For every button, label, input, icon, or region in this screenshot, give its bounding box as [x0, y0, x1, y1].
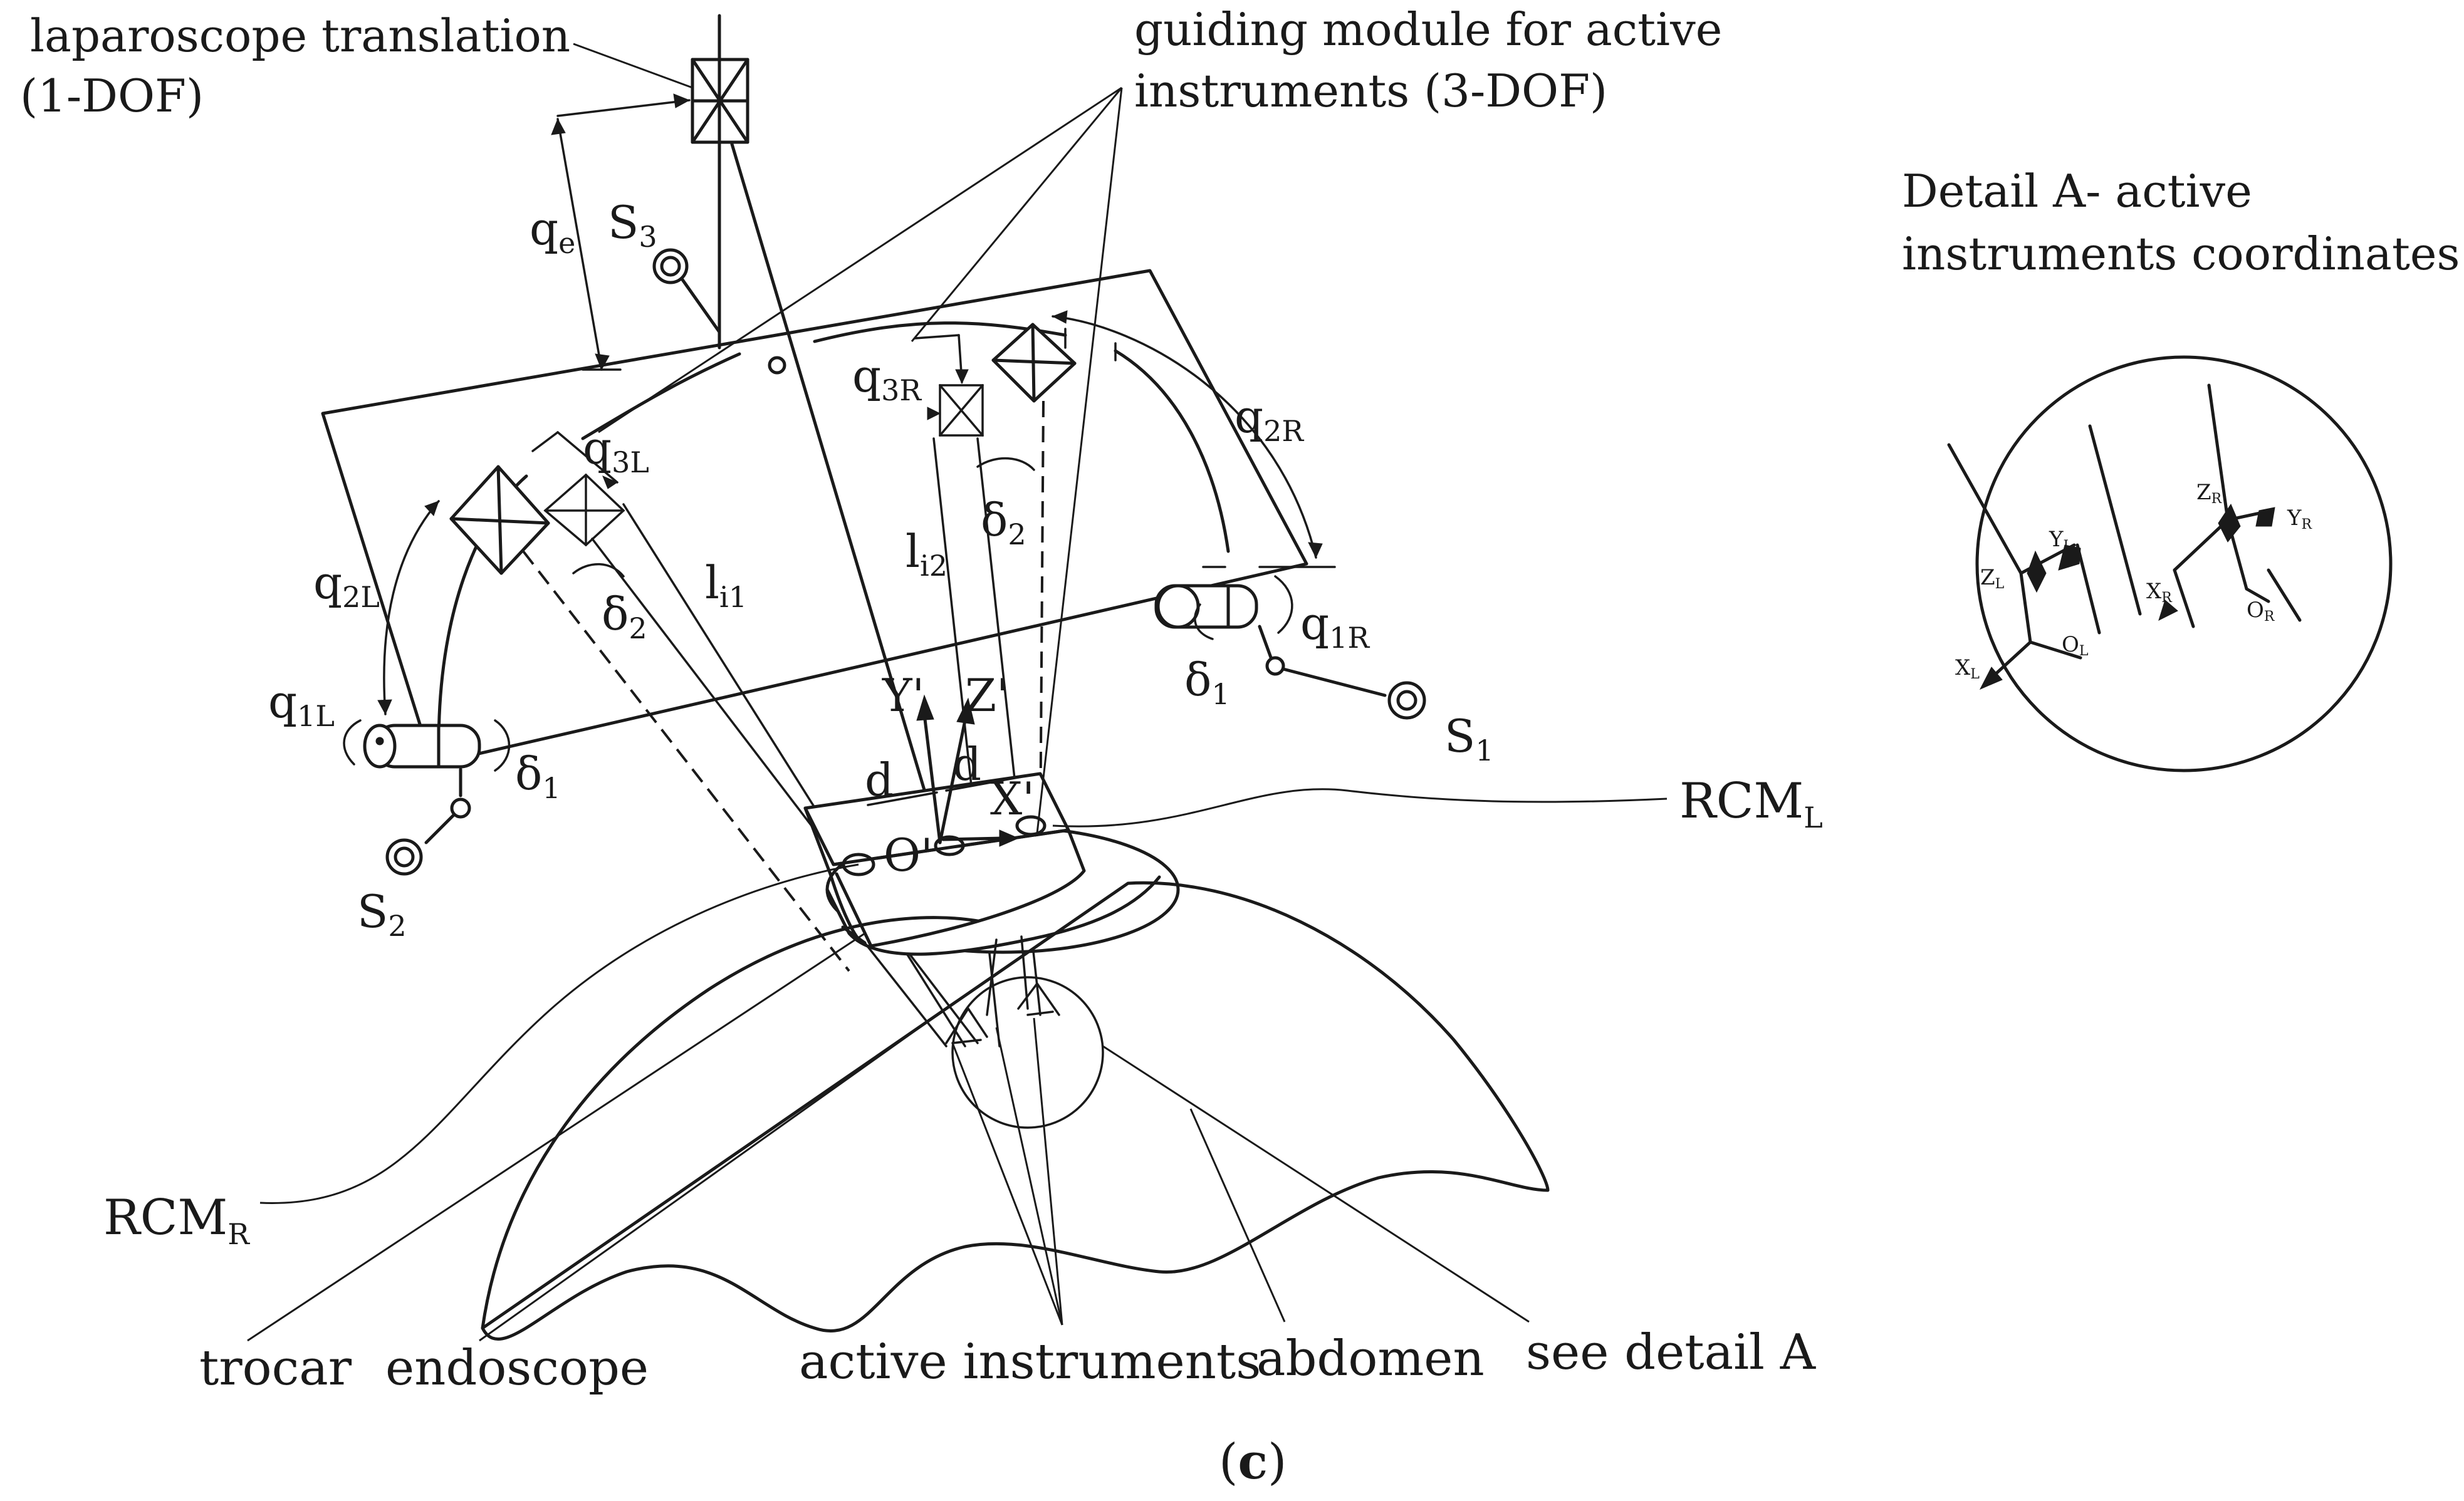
- svg-text:OL: OL: [2062, 632, 2089, 659]
- svg-text:ZL: ZL: [1980, 565, 2005, 592]
- detail-a-mini-frames: [945, 982, 1060, 1044]
- right-q1-rotation-arrow: [1274, 575, 1293, 634]
- see-detail-label: see detail A: [1526, 1324, 1817, 1381]
- abdomen-label: abdomen: [1256, 1331, 1485, 1387]
- svg-text:YL: YL: [2049, 527, 2072, 554]
- detail-a-left-frame: ZL YL XL OL: [1947, 443, 2101, 690]
- svg-text:YR: YR: [2287, 506, 2312, 532]
- left-instrument-axis-dashed: [522, 550, 850, 972]
- q2l-arc-arrow: [383, 500, 440, 715]
- s2-symbol: S2: [357, 885, 407, 943]
- detail-a-middle-shaft: [2088, 424, 2142, 616]
- right-q3-joint: [914, 334, 984, 437]
- s2-rotation-symbol: [385, 767, 471, 876]
- right-delta2-arrow: [976, 457, 1035, 471]
- delta1-right-symbol: δ1: [1184, 653, 1230, 711]
- svg-text:XR: XR: [2146, 579, 2173, 606]
- detail-a-title-l2: instruments coordinates: [1902, 227, 2460, 280]
- li1-symbol: li1: [705, 556, 747, 614]
- svg-text:OR: OR: [2247, 598, 2275, 625]
- svg-text:XL: XL: [1955, 655, 1980, 682]
- active-instruments-label: active instruments: [799, 1334, 1261, 1390]
- svg-text:ZR: ZR: [2196, 480, 2223, 507]
- detail-a-title-l1: Detail A- active: [1902, 165, 2252, 217]
- left-q2-prismatic-joint: [449, 465, 550, 575]
- instrument-tube-1: [864, 942, 947, 1047]
- left-instrument-shaft-2: [622, 503, 966, 1047]
- endoscope-label: endoscope: [385, 1340, 649, 1396]
- instrument-tube-2: [986, 938, 998, 1016]
- q3l-symbol: q3L: [583, 422, 649, 479]
- left-q3-joint: [531, 431, 625, 547]
- z-prime-label: Z': [965, 669, 1009, 722]
- s1-symbol: S1: [1444, 710, 1494, 767]
- left-delta2-arrow: [572, 563, 625, 578]
- leader-lines: [247, 43, 1668, 1342]
- support-plate: [321, 269, 1308, 766]
- o-prime-label: O': [884, 829, 933, 881]
- detail-a-region-circle: [951, 976, 1104, 1129]
- laparoscope-translation-label-l2: (1-DOF): [20, 70, 204, 122]
- left-q1-rotation-arrow: [343, 719, 362, 766]
- laparoscope-shaft: [730, 142, 942, 844]
- q2l-symbol: q2L: [313, 556, 380, 614]
- left-q1-cylinder: [363, 724, 481, 769]
- trocar-label: trocar: [199, 1340, 352, 1396]
- d-right-label: d: [953, 738, 981, 791]
- q2r-symbol: q2R: [1235, 390, 1304, 448]
- right-q1-cylinder: [1154, 584, 1258, 629]
- right-delta1-rotation-arrow: [1194, 603, 1214, 640]
- qe-dimension: [551, 93, 691, 371]
- guiding-arc: [437, 321, 1230, 747]
- d-left-label: d: [865, 754, 894, 806]
- q1l-symbol: q1L: [268, 675, 335, 733]
- q1r-symbol: q1R: [1300, 597, 1370, 655]
- guiding-module-label-l2: instruments (3-DOF): [1134, 65, 1607, 117]
- li2-symbol: li2: [906, 525, 947, 583]
- arc-end-ticks: [1064, 328, 1336, 568]
- laparoscope-translation-label-l1: laparoscope translation: [30, 9, 570, 62]
- y-prime-label: Y': [882, 669, 924, 722]
- q3r-symbol: q3R: [852, 350, 922, 407]
- delta2-right-symbol: δ2: [981, 494, 1026, 551]
- right-instrument-axis-dashed: [1039, 400, 1045, 840]
- q2r-arc-arrow: [1052, 315, 1317, 559]
- detail-a-circle: [1975, 355, 2393, 772]
- delta2-left-symbol: δ2: [602, 588, 647, 645]
- delta1-left-symbol: δ1: [515, 747, 561, 805]
- endoscope-pivot: [768, 356, 786, 375]
- guiding-module-label-l1: guiding module for active: [1134, 3, 1722, 56]
- x-prime-label: X': [990, 772, 1035, 825]
- s3-rotation-symbol: [652, 248, 721, 334]
- trocar-outline: [803, 806, 1086, 948]
- qe-symbol: qe: [530, 202, 575, 260]
- abdomen-outline: [481, 881, 1550, 1341]
- left-delta1-rotation-arrow: [494, 719, 511, 772]
- right-q2-prismatic-joint: [991, 323, 1077, 403]
- s1-rotation-symbol: [1258, 625, 1426, 720]
- rcm-r-label: RCMR: [103, 1190, 250, 1251]
- figure-caption: (c): [1219, 1433, 1287, 1490]
- left-instrument-shaft: [591, 538, 979, 1044]
- s3-symbol: S3: [608, 196, 657, 254]
- rcm-l-label: RCML: [1679, 773, 1823, 834]
- laparoscope-translation-joint: [691, 14, 749, 350]
- origin-frame-Op: [867, 694, 1023, 847]
- detail-a-right-frame: ZR YR XR OR: [2146, 383, 2312, 628]
